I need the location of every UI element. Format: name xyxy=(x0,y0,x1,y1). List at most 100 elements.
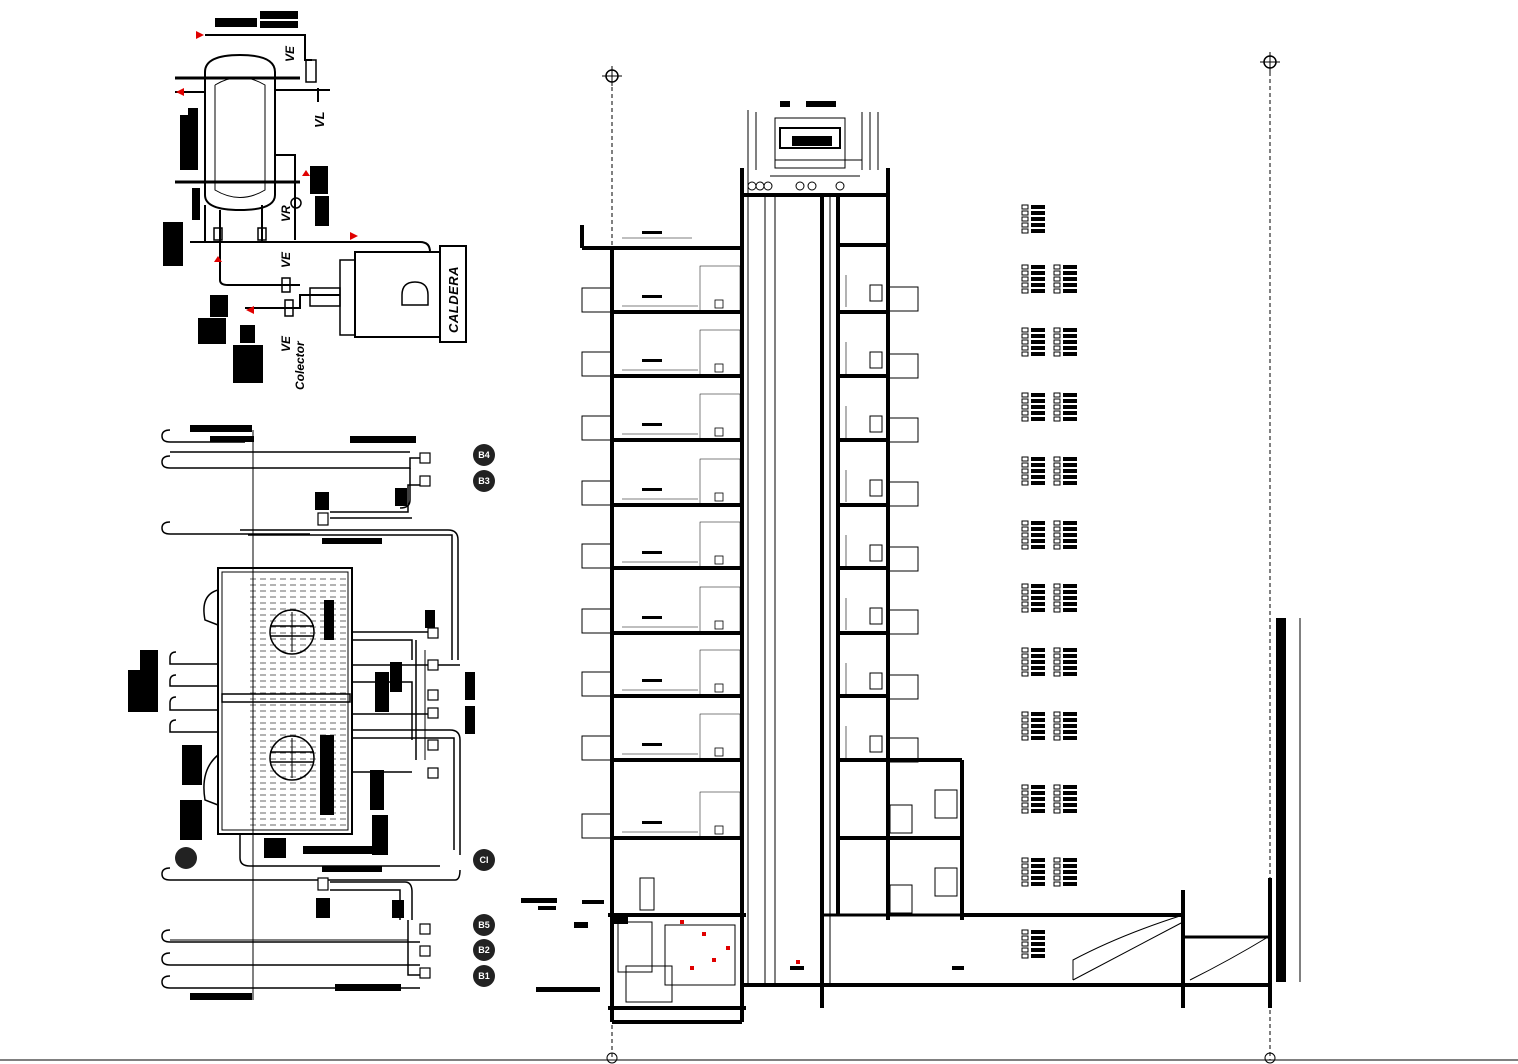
legend-text-mark xyxy=(1063,666,1077,670)
fixture xyxy=(934,867,958,897)
legend-text-mark xyxy=(1031,211,1045,215)
legend-symbol xyxy=(1053,711,1061,717)
legend-text-mark xyxy=(1031,803,1045,807)
legend-symbol xyxy=(1021,935,1029,941)
legend-symbol xyxy=(1021,544,1029,550)
boiler-labels: VE VL VR VE VE Colector CALDERA xyxy=(279,45,461,390)
legend-symbol xyxy=(1053,717,1061,723)
legend-text-mark xyxy=(1031,229,1045,233)
legend-text-mark xyxy=(1031,948,1045,952)
badge-b4: B4 xyxy=(478,450,490,460)
legend-symbol xyxy=(1021,941,1029,947)
legend-symbol xyxy=(1053,264,1061,270)
legend-symbol xyxy=(1021,796,1029,802)
legend-symbol xyxy=(1021,480,1029,486)
legend-text-mark xyxy=(1031,654,1045,658)
legend-symbol xyxy=(1021,288,1029,294)
balcony-right xyxy=(887,417,919,443)
fixture xyxy=(934,789,958,819)
legend-text-mark xyxy=(1031,475,1045,479)
note-mark xyxy=(642,359,662,362)
legend-symbol xyxy=(1053,270,1061,276)
fixture xyxy=(869,415,883,433)
legend-symbol xyxy=(1021,532,1029,538)
legend-text-mark xyxy=(1063,590,1077,594)
legend-symbol xyxy=(1053,659,1061,665)
legend-symbol xyxy=(1053,607,1061,613)
legend-text-mark xyxy=(1063,265,1077,269)
fixture xyxy=(869,672,883,690)
legend-symbol xyxy=(1021,802,1029,808)
fixture xyxy=(714,825,724,835)
legend-text-mark xyxy=(1063,730,1077,734)
legend-symbol xyxy=(1021,665,1029,671)
room-outline xyxy=(699,393,741,441)
legend-text-mark xyxy=(1031,527,1045,531)
legend-symbol xyxy=(1053,532,1061,538)
legend-symbol xyxy=(1053,869,1061,875)
balcony-right xyxy=(887,674,919,700)
legend-symbol xyxy=(1053,282,1061,288)
balcony-left xyxy=(581,543,613,569)
legend-text-mark xyxy=(1063,672,1077,676)
legend-symbol xyxy=(1053,863,1061,869)
balcony-left xyxy=(581,813,613,839)
legend-symbol xyxy=(1021,339,1029,345)
legend-symbol xyxy=(1053,538,1061,544)
legend-symbol xyxy=(1021,404,1029,410)
balcony-left xyxy=(581,735,613,761)
legend-text-mark xyxy=(1063,346,1077,350)
cistern-valves xyxy=(317,452,439,979)
legend-symbol xyxy=(1053,808,1061,814)
basement-redacted xyxy=(521,898,964,992)
legend-text-mark xyxy=(1031,481,1045,485)
legend-symbol xyxy=(1053,665,1061,671)
legend-symbol xyxy=(1021,327,1029,333)
note-mark xyxy=(642,679,662,682)
legend-symbol xyxy=(1021,276,1029,282)
fixture xyxy=(714,492,724,502)
label-ve-mid: VE xyxy=(279,251,293,268)
fixture xyxy=(869,351,883,369)
note-mark xyxy=(642,551,662,554)
legend-symbol xyxy=(1053,345,1061,351)
legend-symbol xyxy=(1021,392,1029,398)
legend-symbol xyxy=(1021,653,1029,659)
fixture xyxy=(869,284,883,302)
legend-text-mark xyxy=(1063,809,1077,813)
legend-text-mark xyxy=(1031,660,1045,664)
note-mark xyxy=(642,231,662,234)
legend-symbol xyxy=(1053,735,1061,741)
legend-symbol xyxy=(1021,333,1029,339)
legend-text-mark xyxy=(1031,954,1045,958)
legend-symbol xyxy=(1053,601,1061,607)
legend-symbol xyxy=(1053,881,1061,887)
balcony-left xyxy=(581,480,613,506)
legend-text-mark xyxy=(1031,864,1045,868)
balcony-left xyxy=(581,351,613,377)
legend-symbol xyxy=(1021,282,1029,288)
fixture xyxy=(714,555,724,565)
legend-symbol xyxy=(1021,647,1029,653)
legend-symbol xyxy=(1021,735,1029,741)
legend-text-mark xyxy=(1031,399,1045,403)
balcony-left xyxy=(581,671,613,697)
legend-text-mark xyxy=(1063,328,1077,332)
legend-symbol xyxy=(1021,717,1029,723)
room-outline xyxy=(699,458,741,506)
legend-text-mark xyxy=(1063,352,1077,356)
legend-text-mark xyxy=(1031,791,1045,795)
legend-text-mark xyxy=(1031,346,1045,350)
legend-symbol xyxy=(1021,270,1029,276)
legend-symbol xyxy=(1021,863,1029,869)
legend-text-mark xyxy=(1063,660,1077,664)
legend-text-mark xyxy=(1063,882,1077,886)
legend-text-mark xyxy=(1031,882,1045,886)
legend-text-mark xyxy=(1031,936,1045,940)
badge-b2: B2 xyxy=(478,945,490,955)
legend-text-mark xyxy=(1031,340,1045,344)
label-colector: Colector xyxy=(293,340,307,390)
legend-text-mark xyxy=(1063,608,1077,612)
balcony-right xyxy=(887,286,919,312)
